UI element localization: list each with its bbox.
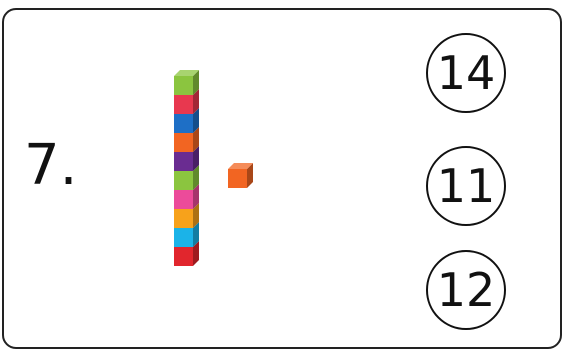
cube-front-face (174, 76, 193, 95)
cube-front-face (174, 228, 193, 247)
cube-front-face (174, 171, 193, 190)
answer-choice-14[interactable]: 14 (426, 33, 506, 113)
cube-front-face (174, 95, 193, 114)
cube-front-face (174, 133, 193, 152)
answer-choice-label: 14 (437, 46, 496, 100)
answer-choice-12[interactable]: 12 (426, 250, 506, 330)
answer-choice-label: 12 (437, 263, 496, 317)
cube-front-face (174, 247, 193, 266)
cube-front-face (174, 114, 193, 133)
cube-front-face (174, 209, 193, 228)
cube-front-face (174, 190, 193, 209)
answer-choice-11[interactable]: 11 (426, 146, 506, 226)
cube-front-face (174, 152, 193, 171)
cube-tower (170, 68, 210, 268)
single-cube (224, 160, 256, 192)
problem-number: 7. (24, 138, 77, 194)
answer-choice-label: 11 (437, 159, 496, 213)
cube-front-face (228, 169, 247, 188)
tower-cube (174, 70, 199, 95)
unit-cube (228, 163, 253, 188)
